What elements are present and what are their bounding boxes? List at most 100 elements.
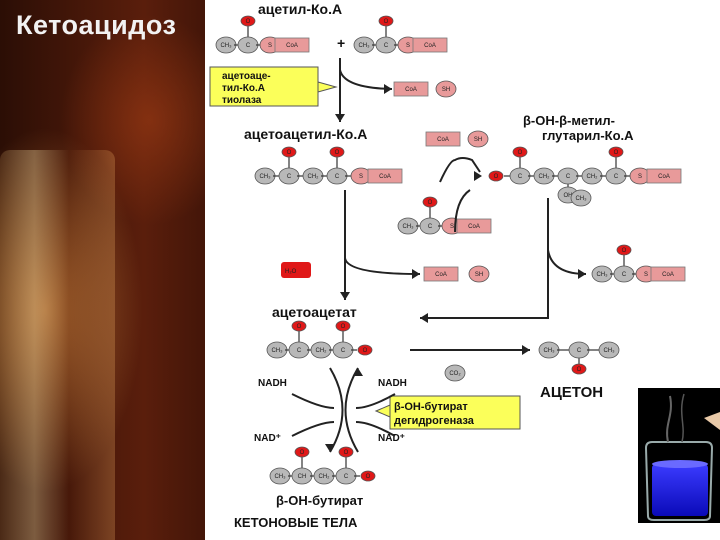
enzyme2-line2: дегидрогеназа [394, 415, 475, 427]
atom-ch: CH₃ [598, 341, 620, 359]
svg-text:C: C [384, 43, 389, 49]
svg-text:CH₃: CH₃ [271, 348, 283, 354]
svg-text:S: S [359, 174, 363, 180]
atom-coa: CoA [274, 37, 310, 53]
atom-coa: CoA [393, 81, 429, 97]
svg-text:CH₃: CH₃ [402, 224, 414, 230]
arrow-head [384, 84, 392, 94]
svg-text:CH₃: CH₃ [543, 348, 555, 354]
svg-text:O: O [300, 450, 305, 456]
atom-c: C [335, 467, 357, 485]
atom-ch: CH₃ [353, 36, 375, 54]
atom-o: O [488, 170, 504, 182]
atom-o: O [338, 446, 354, 458]
svg-text:CoA: CoA [437, 137, 449, 143]
svg-text:CH₂: CH₂ [319, 474, 331, 480]
atom-coa: CoA [423, 266, 459, 282]
svg-text:CH₃: CH₃ [220, 43, 232, 49]
atom-coa: CoA [646, 168, 682, 184]
svg-text:O: O [341, 324, 346, 330]
acetoacetate-label: ацетоацетат [272, 304, 357, 320]
arrow-head [353, 368, 363, 376]
atom-o: O [291, 320, 307, 332]
svg-text:O: O [335, 150, 340, 156]
svg-text:O: O [287, 150, 292, 156]
arrow-head [412, 269, 420, 279]
svg-text:CH₃: CH₃ [575, 196, 587, 202]
svg-text:CH₃: CH₃ [274, 474, 286, 480]
svg-text:O: O [494, 174, 499, 180]
atom-c: C [605, 167, 627, 185]
svg-text:O: O [246, 19, 251, 25]
atom-c: C [568, 341, 590, 359]
atom-ch: CH₃ [397, 217, 419, 235]
acetyl-coa-label: ацетил-Ко.А [258, 1, 342, 17]
reaction-arrow [329, 367, 344, 453]
arrow-head [474, 171, 482, 181]
svg-text:S: S [268, 43, 272, 49]
arrow-head [420, 313, 428, 323]
thiolase-pointer [317, 81, 338, 93]
enzyme1-line3: тиолаза [222, 95, 262, 106]
enzyme1-line1: ацетоаце- [222, 71, 271, 82]
svg-text:C: C [622, 272, 627, 278]
svg-text:OH: OH [564, 193, 573, 199]
reaction-arrow [355, 393, 396, 409]
atom-ch: CH₂ [310, 341, 332, 359]
svg-text:C: C [518, 174, 523, 180]
atom-o: O [512, 146, 528, 158]
reaction-arrow [439, 157, 481, 183]
svg-text:CH₂: CH₂ [316, 348, 328, 354]
h2o-box [281, 262, 311, 278]
svg-text:S: S [638, 174, 642, 180]
svg-text:CoA: CoA [662, 272, 674, 278]
atom-c: C [237, 36, 259, 54]
dehydrogenase-box [389, 395, 521, 430]
atom-c: C [419, 217, 441, 235]
arrow-head [335, 114, 345, 122]
svg-text:CO₂: CO₂ [449, 371, 461, 377]
flask-photo [638, 388, 720, 523]
atom-c: C [288, 341, 310, 359]
svg-text:CH₃: CH₃ [603, 348, 615, 354]
atom-ch: CH₂ [533, 167, 555, 185]
atom-ch: CH₃ [591, 265, 613, 283]
nad-label: NAD⁺ [254, 433, 281, 444]
atom-o: O [281, 146, 297, 158]
svg-text:S: S [644, 272, 648, 278]
atom-o: O [329, 146, 345, 158]
atom-ch: CH₂ [581, 167, 603, 185]
svg-text:C: C [577, 348, 582, 354]
svg-text:O: O [518, 150, 523, 156]
svg-text:CH₃: CH₃ [358, 43, 370, 49]
atom-sh: SH [468, 265, 490, 283]
atom-ch: CH₂ [302, 167, 324, 185]
acetone-label: АЦЕТОН [540, 384, 603, 401]
slide-title: Кетоацидоз [16, 10, 177, 40]
reaction-arrow [355, 421, 396, 437]
atom-ch: CH₃ [570, 189, 592, 207]
svg-text:C: C [428, 224, 433, 230]
svg-text:C: C [614, 174, 619, 180]
svg-text:CoA: CoA [405, 87, 417, 93]
svg-text:CH₂: CH₂ [308, 174, 320, 180]
svg-text:O: O [297, 324, 302, 330]
reaction-arrow [344, 367, 359, 453]
svg-text:O: O [577, 367, 582, 373]
atom-sh: SH [435, 80, 457, 98]
svg-text:CoA: CoA [424, 43, 436, 49]
ketone-bodies-label: КЕТОНОВЫЕ ТЕЛА [234, 515, 358, 530]
atom-o: O [357, 344, 373, 356]
svg-text:C: C [344, 474, 349, 480]
atom-ch: CH [291, 467, 313, 485]
svg-text:O: O [384, 19, 389, 25]
atom-co: CO₂ [444, 364, 466, 382]
atom-c: C [375, 36, 397, 54]
acetoacetyl-coa-label: ацетоацетил-Ко.А [244, 126, 367, 142]
reaction-arrow [547, 249, 587, 275]
dehydrogenase-pointer [374, 404, 391, 418]
atom-o: O [616, 244, 632, 256]
svg-text:CoA: CoA [379, 174, 391, 180]
atom-c: C [613, 265, 635, 283]
